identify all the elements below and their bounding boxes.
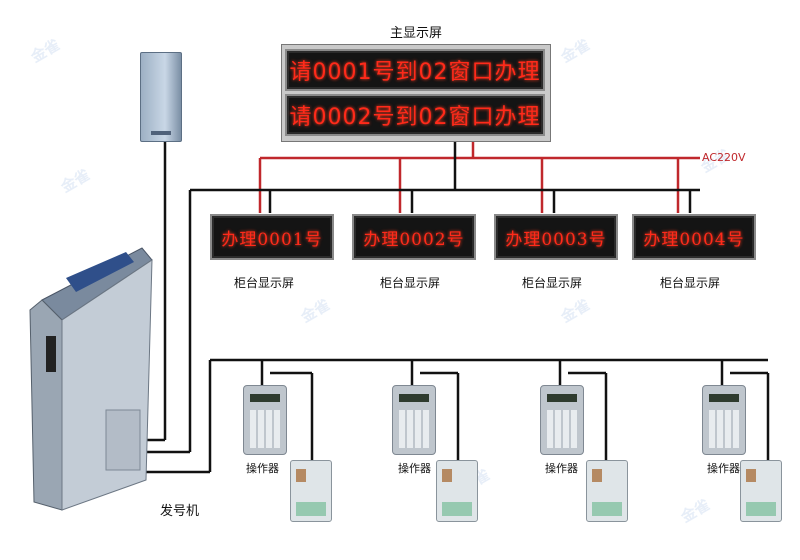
main-display-line-1: 请0001号到02窗口办理 bbox=[285, 49, 545, 91]
card-reader-1 bbox=[290, 460, 332, 522]
counter-display-4: 办理0004号 bbox=[632, 214, 756, 260]
keypad-keys bbox=[547, 410, 577, 448]
ticket-machine-icon bbox=[29, 247, 153, 511]
card-photo bbox=[296, 469, 306, 482]
card-reader-3 bbox=[586, 460, 628, 522]
main-display-title: 主显示屏 bbox=[390, 26, 443, 41]
counter-display-2: 办理0002号 bbox=[352, 214, 476, 260]
card-base bbox=[592, 502, 622, 516]
main-display-line-2: 请0002号到02窗口办理 bbox=[285, 94, 545, 136]
operator-label-4: 操作器 bbox=[707, 462, 740, 475]
counter-display-label-4: 柜台显示屏 bbox=[660, 276, 721, 290]
keypad-keys bbox=[709, 410, 739, 448]
card-base bbox=[296, 502, 326, 516]
operator-keypad-2 bbox=[392, 385, 436, 455]
counter-display-1: 办理0001号 bbox=[210, 214, 334, 260]
operator-label-2: 操作器 bbox=[398, 462, 431, 475]
keypad-keys bbox=[399, 410, 429, 448]
operator-label-3: 操作器 bbox=[545, 462, 578, 475]
keypad-screen bbox=[709, 394, 739, 402]
counter-display-3: 办理0003号 bbox=[494, 214, 618, 260]
power-label: AC220V bbox=[702, 151, 746, 164]
keypad-screen bbox=[547, 394, 577, 402]
counter-display-label-1: 柜台显示屏 bbox=[234, 276, 295, 290]
keypad-screen bbox=[250, 394, 280, 402]
keypad-screen bbox=[399, 394, 429, 402]
card-photo bbox=[442, 469, 452, 482]
speaker-icon bbox=[140, 52, 182, 142]
card-base bbox=[442, 502, 472, 516]
operator-keypad-3 bbox=[540, 385, 584, 455]
speaker-badge bbox=[151, 131, 171, 135]
counter-display-label-2: 柜台显示屏 bbox=[380, 276, 441, 290]
counter-display-label-3: 柜台显示屏 bbox=[522, 276, 583, 290]
card-reader-4 bbox=[740, 460, 782, 522]
operator-label-1: 操作器 bbox=[246, 462, 279, 475]
card-photo bbox=[746, 469, 756, 482]
card-reader-2 bbox=[436, 460, 478, 522]
card-photo bbox=[592, 469, 602, 482]
keypad-keys bbox=[250, 410, 280, 448]
ticket-machine-label: 发号机 bbox=[160, 504, 200, 519]
power-line bbox=[258, 142, 700, 213]
operator-keypad-4 bbox=[702, 385, 746, 455]
card-base bbox=[746, 502, 776, 516]
operator-keypad-1 bbox=[243, 385, 287, 455]
signal-line bbox=[132, 138, 770, 474]
